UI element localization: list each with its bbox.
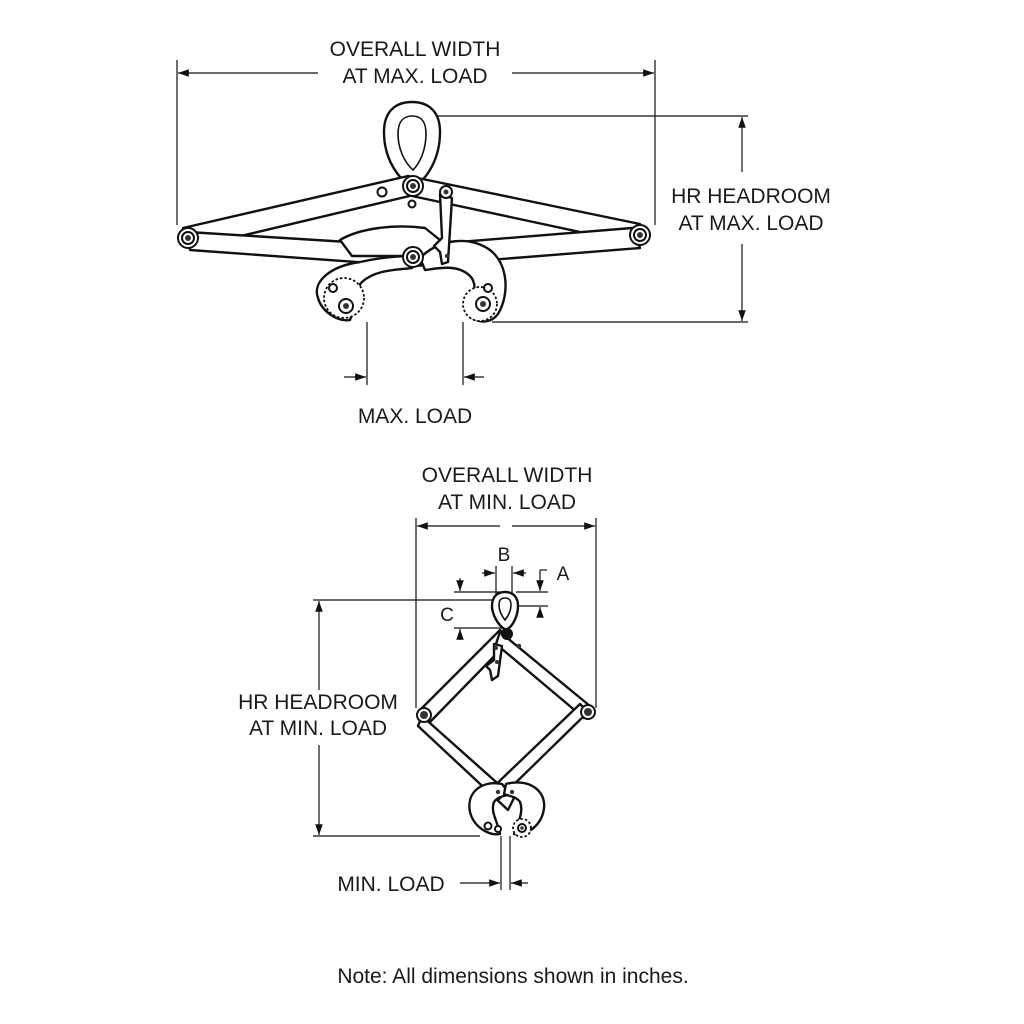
overall-width-min-label-line1: OVERALL WIDTH bbox=[422, 464, 593, 487]
overall-width-min-label-line2: AT MIN. LOAD bbox=[438, 491, 576, 514]
headroom-max-label-line1: HR HEADROOM bbox=[671, 185, 831, 208]
headroom-min-dimension: HR HEADROOM AT MIN. LOAD bbox=[238, 599, 498, 837]
dim-b-label: B bbox=[498, 545, 511, 566]
max-load-view: OVERALL WIDTH AT MAX. LOAD HR HEADROOM A… bbox=[176, 38, 831, 428]
shackle-detail-dimensions: B A C bbox=[440, 545, 570, 640]
min-load-view: OVERALL WIDTH AT MIN. LOAD HR HEADROOM A… bbox=[238, 464, 597, 896]
dim-c-label: C bbox=[440, 605, 454, 626]
tong-closed-drawing bbox=[416, 590, 596, 838]
min-load-dimension: MIN. LOAD bbox=[337, 836, 528, 896]
headroom-min-label-line2: AT MIN. LOAD bbox=[249, 717, 387, 740]
overall-width-max-label-line2: AT MAX. LOAD bbox=[342, 65, 487, 88]
dim-a-label: A bbox=[557, 564, 570, 585]
headroom-max-label-line2: AT MAX. LOAD bbox=[678, 212, 823, 235]
max-load-dimension: MAX. LOAD bbox=[344, 322, 484, 428]
min-load-label: MIN. LOAD bbox=[337, 873, 444, 896]
headroom-max-dimension: HR HEADROOM AT MAX. LOAD bbox=[432, 115, 831, 323]
overall-width-max-label-line1: OVERALL WIDTH bbox=[330, 38, 501, 61]
tong-open-drawing bbox=[177, 100, 651, 323]
max-load-label: MAX. LOAD bbox=[358, 405, 472, 428]
overall-width-min-dimension: OVERALL WIDTH AT MIN. LOAD bbox=[415, 464, 597, 708]
dimensions-note: Note: All dimensions shown in inches. bbox=[337, 965, 688, 988]
overall-width-max-dimension: OVERALL WIDTH AT MAX. LOAD bbox=[176, 38, 656, 225]
headroom-min-label-line1: HR HEADROOM bbox=[238, 691, 398, 714]
